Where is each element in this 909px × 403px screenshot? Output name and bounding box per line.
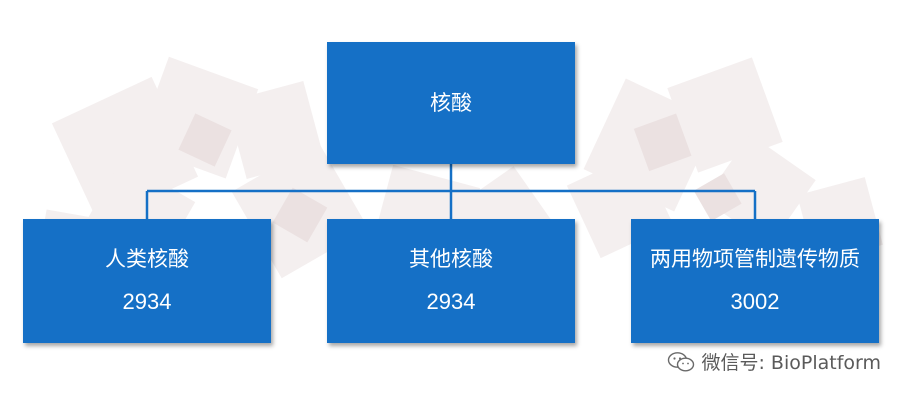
child-node-count: 2934	[122, 289, 172, 314]
child-node-label: 人类核酸	[105, 247, 189, 271]
child-node-other-nucleic-acid: 其他核酸 2934	[327, 219, 575, 343]
root-node: 核酸	[327, 42, 575, 164]
root-node-label: 核酸	[430, 90, 472, 115]
child-node-human-nucleic-acid: 人类核酸 2934	[23, 219, 271, 343]
child-node-count: 3002	[730, 289, 780, 314]
watermark: 微信号: BioPlatform	[667, 348, 881, 375]
child-node-label: 其他核酸	[409, 247, 493, 271]
wechat-icon	[668, 351, 695, 372]
child-node-label: 两用物项管制遗传物质	[650, 247, 860, 271]
watermark-text: 微信号: BioPlatform	[701, 352, 881, 374]
child-node-count: 2934	[426, 289, 476, 314]
child-node-dual-use-genetic-material: 两用物项管制遗传物质 3002	[631, 219, 879, 343]
